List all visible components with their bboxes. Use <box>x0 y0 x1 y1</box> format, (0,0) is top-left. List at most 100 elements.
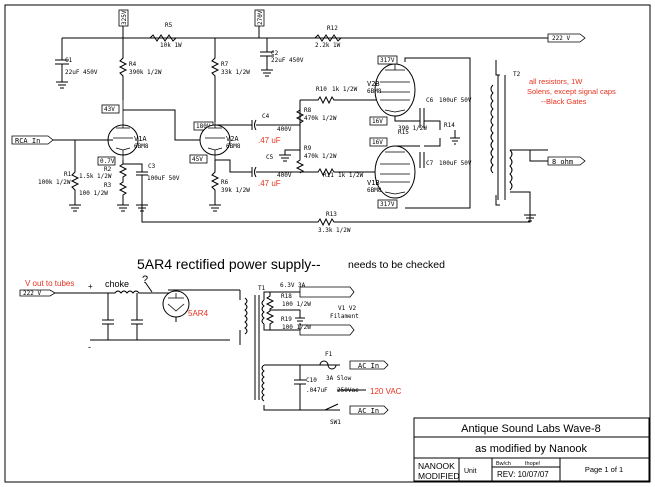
rail-325v-label: 325V <box>121 10 128 25</box>
r1-label: R1 <box>64 171 72 178</box>
psu-v-out-label: V out to tubes <box>25 279 74 288</box>
v2a-label: V2A <box>226 135 239 143</box>
r11-label: R11 <box>323 172 334 179</box>
c5-symbol <box>251 166 257 178</box>
c5-value: 400V <box>277 172 292 179</box>
title-block-drawer: Bw/ch <box>496 461 511 467</box>
node-43v: 43V <box>104 106 115 113</box>
r19-label: R19 <box>281 316 292 323</box>
title-block-owner-1: NANOOK <box>418 461 455 471</box>
c3-label: C3 <box>148 163 156 170</box>
c10-value: .047uF <box>306 387 328 394</box>
psu-minus-sign: - <box>88 342 91 352</box>
rail-270v-label: 270V <box>257 10 264 25</box>
c6-value: 100uF 50V <box>439 97 472 104</box>
c4-symbol <box>251 119 257 131</box>
r18-label: R18 <box>281 293 292 300</box>
v2b-label: V2B <box>367 80 380 88</box>
c4-label: C4 <box>262 113 270 120</box>
heater-tag-bottom <box>299 324 355 336</box>
node-tag-0-7v <box>97 156 116 166</box>
node-0-7v: 0.7V <box>100 158 115 165</box>
node-tag-43v <box>101 104 120 114</box>
c5-label: C5 <box>266 154 274 161</box>
r12-label: R12 <box>327 25 338 32</box>
c7-value: 100uF 50V <box>439 160 472 167</box>
r9-label: R9 <box>304 145 312 152</box>
psu-heading-note: needs to be checked <box>348 259 445 271</box>
v2a-type: 6BM8 <box>226 143 241 150</box>
c7-label: C7 <box>426 160 434 167</box>
c1-label: C1 <box>65 57 73 64</box>
r18-value: 100 1/2W <box>282 301 311 308</box>
r7-label: R7 <box>221 61 229 68</box>
c2-value: 22uF 450V <box>271 57 304 64</box>
title-block-owner-2: MODIFIED <box>418 471 460 481</box>
node-tag-16v-top <box>369 116 388 126</box>
r2-label: R2 <box>104 166 112 173</box>
ac-in-label-2: AC In <box>358 407 379 415</box>
node-45v: 45V <box>192 156 203 163</box>
v2b-type: 6BM8 <box>367 88 382 95</box>
r15-label: R15 <box>398 129 409 136</box>
r14-label: R14 <box>444 122 455 129</box>
r6-value: 39k 1/2W <box>221 187 250 194</box>
r2-value: 1.5k 1/2W <box>79 173 112 180</box>
rca-input-label: RCA In <box>15 137 40 145</box>
heater-winding-label: 6.3V 3A <box>280 282 306 289</box>
c6-label: C6 <box>426 97 434 104</box>
node-16v-top: 16V <box>372 118 383 125</box>
title-block-approver: Ihope! <box>525 461 541 467</box>
psu-heading: 5AR4 rectified power supply-- <box>137 256 321 272</box>
title-block-unit: Unit <box>464 468 477 475</box>
v1a-label: V1A <box>134 135 147 143</box>
r3-value: 100 1/2W <box>79 190 108 197</box>
r8-value: 470k 1/2W <box>304 115 337 122</box>
t2-label: T2 <box>513 71 521 78</box>
amplifier-schematic: 325V 270V 222 V C1 22uF 450V R5 10k 1W R… <box>11 9 616 234</box>
r1-value: 100k 1/2W <box>38 179 71 186</box>
speaker-output-tag <box>547 156 586 166</box>
rca-input-tag <box>11 135 54 145</box>
c3-value: 100uF 50V <box>147 175 180 182</box>
r5-value: 10k 1W <box>160 42 182 49</box>
c4-new-value: .47 uF <box>258 136 281 145</box>
output-transformer-t2: T2 <box>490 71 521 200</box>
c1-value: 22uF 450V <box>65 69 98 76</box>
r9-value: 470k 1/2W <box>304 153 337 160</box>
choke-label: choke <box>105 279 129 289</box>
ac-in-tag-1 <box>349 360 389 370</box>
node-317v-bottom: 317V <box>380 201 395 208</box>
filament-label-2: Filament <box>330 313 359 320</box>
c6-symbol <box>419 108 425 128</box>
t1-label: T1 <box>258 285 266 292</box>
title-block-page: Page 1 of 1 <box>585 465 623 474</box>
fuse-f1-value: 3A Slow <box>326 375 352 382</box>
r4-label: R4 <box>129 61 137 68</box>
switch-sw1-symbol <box>324 403 339 411</box>
r4-value: 390k 1/2W <box>129 69 162 76</box>
node-tag-16v-bottom <box>369 137 388 147</box>
title-block: Antique Sound Labs Wave-8 as modified by… <box>413 417 650 482</box>
psu-plus-sign: + <box>88 282 93 291</box>
node-tag-317v-bottom <box>377 199 398 209</box>
v1b-type: 6BM8 <box>367 187 382 194</box>
node-180v: 180V <box>196 123 211 130</box>
node-317v-top: 317V <box>380 57 395 64</box>
switch-sw1-label: SW1 <box>330 419 341 426</box>
power-supply-schematic: 5AR4 rectified power supply-- needs to b… <box>19 256 445 426</box>
note-line-2: Solens, except signal caps <box>527 87 616 96</box>
r12-value: 2.2k 1W <box>315 42 341 49</box>
rectifier-label: 5AR4 <box>188 309 209 318</box>
r13-label: R13 <box>326 211 337 218</box>
r10-value: 1k 1/2W <box>332 86 358 93</box>
c2-label: C2 <box>271 50 279 57</box>
psu-222v-tag <box>19 289 56 297</box>
r19-value: 100 1/2W <box>282 324 311 331</box>
r10-label: R10 <box>316 86 327 93</box>
fuse-f1-label: F1 <box>325 351 333 358</box>
r8-label: R8 <box>304 107 312 114</box>
rail-222v-label: 222 V <box>552 35 570 42</box>
title-block-subtitle: as modified by Nanook <box>475 443 587 455</box>
speaker-output-label: 8 ohm <box>552 158 573 166</box>
